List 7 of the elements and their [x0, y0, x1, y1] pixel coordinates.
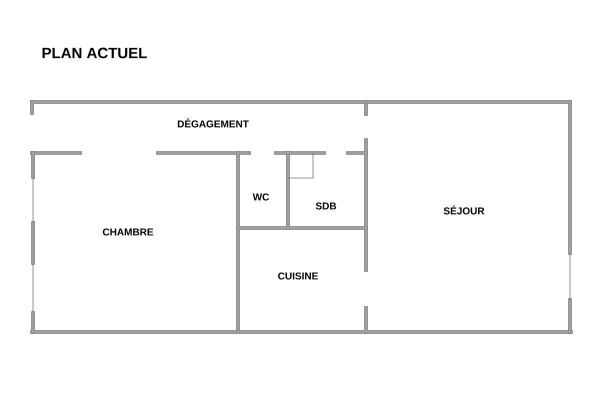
room-label: SÉJOUR: [444, 206, 484, 214]
room-label: DÉGAGEMENT: [178, 118, 249, 128]
title: PLAN ACTUEL: [42, 48, 147, 58]
room-label: WC: [252, 193, 270, 201]
room-label: CUISINE: [278, 272, 318, 280]
room-label: CHAMBRE: [102, 228, 154, 236]
room-label: SDB: [316, 202, 336, 210]
